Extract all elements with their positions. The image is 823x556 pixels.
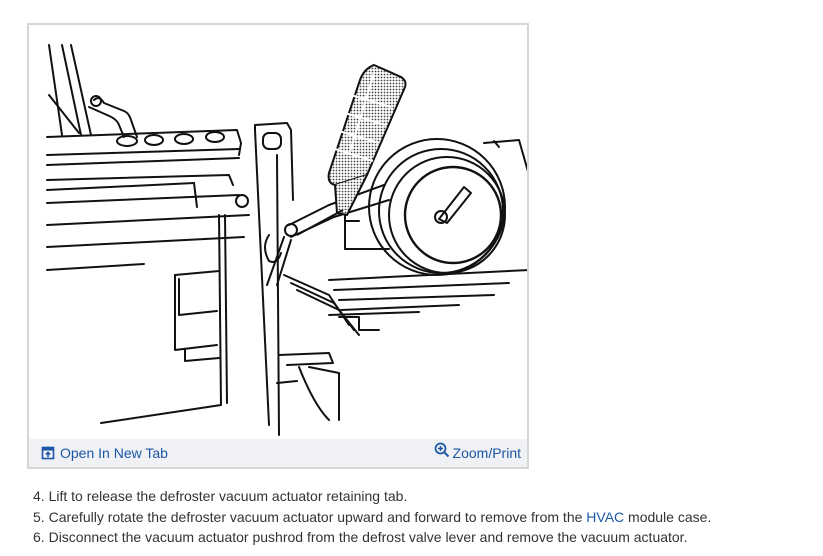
- hvac-glossary-link[interactable]: HVAC: [586, 508, 625, 525]
- figure-card: Open In New Tab Zoom/Print: [27, 23, 529, 469]
- open-in-new-tab-label: Open In New Tab: [60, 445, 168, 461]
- step-text: Lift to release the defroster vacuum act…: [48, 488, 408, 504]
- figure-footer: Open In New Tab Zoom/Print: [29, 439, 527, 467]
- step-number: 6.: [33, 529, 45, 545]
- open-in-new-tab-link[interactable]: Open In New Tab: [41, 445, 168, 461]
- step-number: 5.: [33, 508, 45, 525]
- illustration[interactable]: [29, 25, 527, 439]
- step-item: 5. Carefully rotate the defroster vacuum…: [33, 507, 711, 528]
- step-text-after: module case.: [624, 508, 712, 525]
- screwdriver: [296, 63, 407, 236]
- zoom-print-label: Zoom/Print: [452, 445, 521, 461]
- open-in-new-tab-icon: [41, 446, 55, 460]
- step-item: 6. Disconnect the vacuum actuator pushro…: [33, 527, 711, 548]
- technical-drawing: [46, 44, 527, 436]
- step-text: Disconnect the vacuum actuator pushrod f…: [48, 529, 688, 545]
- step-item: 4. Lift to release the defroster vacuum …: [33, 486, 711, 507]
- instruction-steps: 4. Lift to release the defroster vacuum …: [33, 486, 711, 548]
- zoom-in-icon: [434, 442, 450, 458]
- zoom-print-link[interactable]: Zoom/Print: [434, 442, 521, 461]
- step-text: Carefully rotate the defroster vacuum ac…: [48, 508, 587, 525]
- step-number: 4.: [33, 488, 45, 504]
